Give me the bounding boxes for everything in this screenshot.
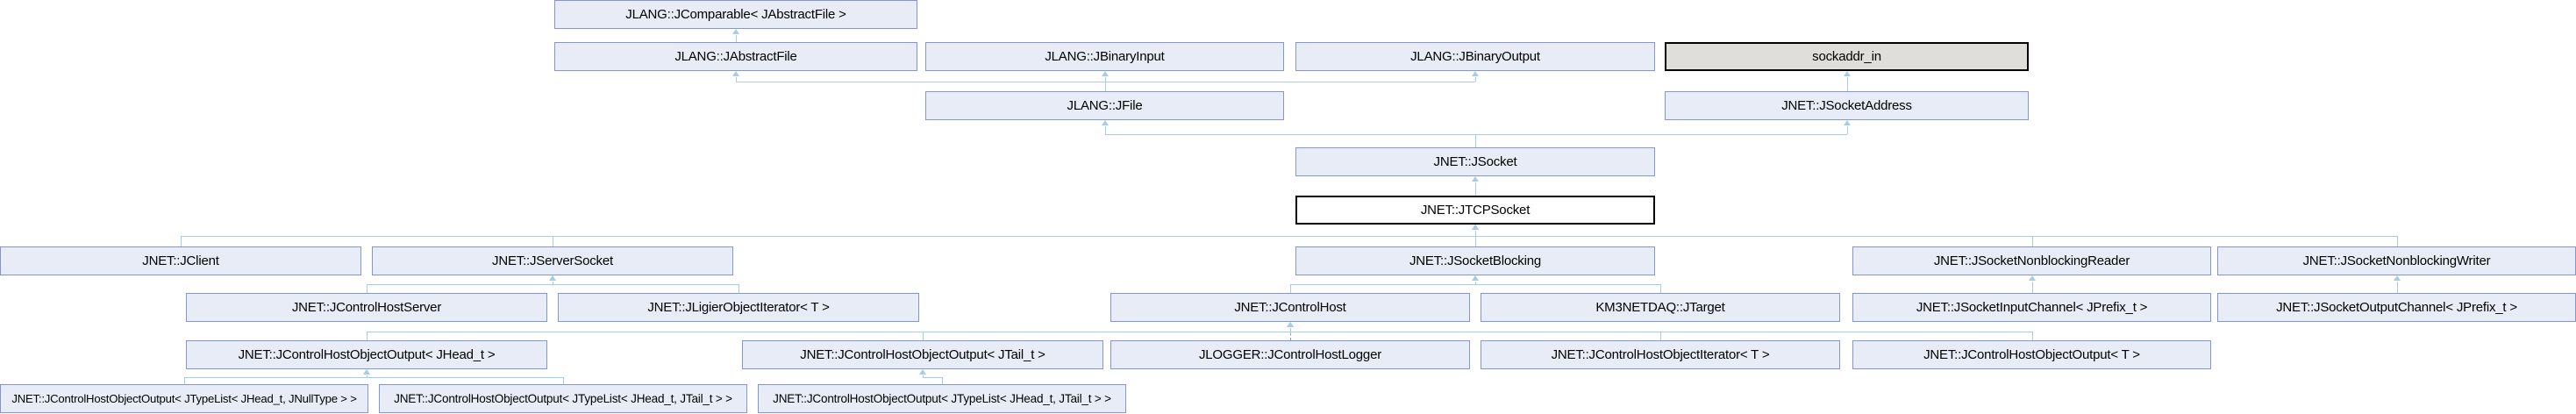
class-node-jnet-jsocketoutputchannel-jprefix_t[interactable]: JNET::JSocketOutputChannel< JPrefix_t >: [2217, 293, 2576, 322]
class-node-jnet-jsocketnonblockingreader[interactable]: JNET::JSocketNonblockingReader: [1852, 246, 2211, 275]
edge-jlang-jfile-to-jlang-jbinaryoutput-arrowhead-icon: [1472, 71, 1479, 76]
edge-jnet-jcontrolhost-to-jnet-jsocketblocking-lower-vertical: [1290, 284, 1291, 293]
edge-jnet-jsocket-to-jlang-jfile-arrowhead-icon: [1102, 120, 1109, 125]
edge-jnet-jcontrolhostobjectoutpu-to-jnet-jcontrolhostobjectoutpu-horizontal: [923, 377, 942, 378]
class-node-jnet-jclient[interactable]: JNET::JClient: [0, 246, 361, 275]
edge-jlogger-jcontrolhostlogger-to-jnet-jcontrolhost-vertical: [1290, 328, 1291, 340]
class-node-jnet-jsocket[interactable]: JNET::JSocket: [1295, 147, 1655, 176]
edge-jnet-jtcpsocket-to-jnet-jsocket-arrowhead-icon: [1472, 176, 1479, 182]
edge-jnet-jcontrolhostserver-to-jnet-jserversocket-horizontal: [367, 284, 553, 285]
edge-jnet-jsocket-to-jnet-jsocketaddress-horizontal: [1475, 134, 1847, 135]
class-node-jnet-jcontrolhostobjectiterator-t[interactable]: JNET::JControlHostObjectIterator< T >: [1481, 340, 1840, 369]
edge-jnet-jsocketaddress-to-sockaddr_in-arrowhead-icon: [1844, 71, 1851, 76]
class-node-jnet-jsocketaddress[interactable]: JNET::JSocketAddress: [1665, 91, 2029, 120]
edge-jnet-jsocketaddress-to-sockaddr_in-vertical: [1847, 77, 1848, 91]
class-node-jnet-jligierobjectiterator-t[interactable]: JNET::JLigierObjectIterator< T >: [558, 293, 919, 322]
edge-jnet-jsocketinputchannel-jpr-to-jnet-jsocketnonblockingreade-arrowhead-icon: [2029, 275, 2036, 281]
edge-jnet-jcontrolhostobjectoutpu-to-jnet-jcontrolhostobjectoutpu-horizontal: [367, 377, 563, 378]
class-node-jlang-jbinaryoutput[interactable]: JLANG::JBinaryOutput: [1295, 42, 1655, 71]
edge-jlang-jfile-to-jlang-jbinaryoutput-lower-vertical: [1105, 82, 1106, 91]
edge-jlang-jabstractfile-to-jlang-jcomparable-jabstractf-arrowhead-icon: [732, 29, 739, 34]
edge-jnet-jcontrolhostobjectoutpu-to-jnet-jcontrolhostobjectoutpu-arrowhead-icon: [919, 369, 926, 375]
class-node-jlang-jabstractfile[interactable]: JLANG::JAbstractFile: [554, 42, 917, 71]
class-node-jnet-jcontrolhostobjectoutput-t[interactable]: JNET::JControlHostObjectOutput< T >: [1852, 340, 2211, 369]
edge-jlang-jfile-to-jlang-jbinaryinput-arrowhead-icon: [1102, 71, 1109, 76]
edge-jnet-jcontrolhostobjectoutpu-to-jnet-jcontrolhostobjectoutpu-horizontal: [184, 377, 367, 378]
class-node-jnet-jcontrolhostobjectoutput-jhead_t[interactable]: JNET::JControlHostObjectOutput< JHead_t …: [186, 340, 547, 369]
edge-jnet-jtcpsocket-to-jnet-jsocket-vertical: [1475, 182, 1476, 196]
edge-jnet-jsocket-to-jnet-jsocketaddress-arrowhead-icon: [1844, 120, 1851, 125]
edge-jnet-jserversocket-to-jnet-jtcpsocket-horizontal: [553, 236, 1475, 237]
class-node-jnet-jtcpsocket[interactable]: JNET::JTCPSocket: [1295, 196, 1655, 225]
edge-jnet-jsocketnonblockingwrite-to-jnet-jtcpsocket-upper-vertical: [1475, 231, 1476, 236]
class-node-jnet-jserversocket[interactable]: JNET::JServerSocket: [372, 246, 733, 275]
edge-jnet-jcontrolhostobjectoutpu-to-jnet-jcontrolhost-lower-vertical: [2032, 332, 2033, 340]
class-node-jlang-jcomparable-jabstractfile[interactable]: JLANG::JComparable< JAbstractFile >: [554, 0, 917, 29]
edge-jnet-jsocketoutputchannel-jp-to-jnet-jsocketnonblockingwrite-vertical: [2397, 282, 2398, 293]
class-node-sockaddr_in[interactable]: sockaddr_in: [1665, 42, 2029, 71]
edge-jnet-jclient-to-jnet-jtcpsocket-lower-vertical: [181, 236, 182, 246]
edge-jlang-jabstractfile-to-jlang-jcomparable-jabstractf-vertical: [736, 35, 737, 42]
class-node-jnet-jsocketnonblockingwriter[interactable]: JNET::JSocketNonblockingWriter: [2217, 246, 2576, 275]
edge-jnet-jsocket-to-jnet-jsocketaddress-lower-vertical: [1475, 134, 1476, 147]
edge-jnet-jsocket-to-jlang-jfile-horizontal: [1105, 134, 1475, 135]
edge-jnet-jcontrolhostobjectoutpu-to-jnet-jcontrolhostobjectoutpu-lower-vertical: [942, 377, 943, 384]
edge-km3netdaq-jtarget-to-jnet-jsocketblocking-lower-vertical: [1660, 284, 1661, 293]
class-node-jnet-jsocketinputchannel-jprefix_t[interactable]: JNET::JSocketInputChannel< JPrefix_t >: [1852, 293, 2211, 322]
edge-jnet-jcontrolhostobjectoutpu-to-jnet-jcontrolhostobjectoutpu-arrowhead-icon: [363, 369, 370, 375]
edge-jnet-jsocketblocking-to-jnet-jtcpsocket-vertical: [1475, 231, 1476, 246]
edge-jnet-jligierobjectiterator-t-to-jnet-jserversocket-arrowhead-icon: [549, 275, 556, 281]
class-node-km3netdaq-jtarget[interactable]: KM3NETDAQ::JTarget: [1481, 293, 1840, 322]
edge-jnet-jcontrolhostobjectoutpu-to-jnet-jcontrolhostobjectoutpu-upper-vertical: [923, 375, 924, 377]
edge-jnet-jcontrolhostobjectoutpu-to-jnet-jcontrolhostobjectoutpu-lower-vertical: [563, 377, 564, 384]
edge-km3netdaq-jtarget-to-jnet-jsocketblocking-arrowhead-icon: [1472, 275, 1479, 281]
edge-jnet-jcontrolhostobjectoutpu-to-jnet-jcontrolhost-upper-vertical: [1290, 328, 1291, 332]
edge-jnet-jsocketnonblockingwrite-to-jnet-jtcpsocket-lower-vertical: [2397, 236, 2398, 246]
edge-jnet-jligierobjectiterator-t-to-jnet-jserversocket-horizontal: [553, 284, 739, 285]
class-node-jnet-jcontrolhostobjectoutput-jtypelist-jhead_t-jnulltype[interactable]: JNET::JControlHostObjectOutput< JTypeLis…: [0, 384, 368, 413]
edge-jnet-jsocket-to-jlang-jfile-upper-vertical: [1105, 126, 1106, 134]
class-node-jnet-jcontrolhostserver[interactable]: JNET::JControlHostServer: [186, 293, 547, 322]
edge-jnet-jsocketnonblockingwrite-to-jnet-jtcpsocket-arrowhead-icon: [1472, 225, 1479, 230]
class-node-jnet-jcontrolhost[interactable]: JNET::JControlHost: [1110, 293, 1470, 322]
class-node-jlang-jfile[interactable]: JLANG::JFile: [925, 91, 1284, 120]
edge-jnet-jsocketnonblockingreade-to-jnet-jtcpsocket-lower-vertical: [2032, 236, 2033, 246]
edge-jnet-jcontrolhostobjectoutpu-to-jnet-jcontrolhost-lower-vertical: [923, 332, 924, 340]
class-node-jlogger-jcontrolhostlogger[interactable]: JLOGGER::JControlHostLogger: [1110, 340, 1470, 369]
edge-jnet-jcontrolhostobjectoutpu-to-jnet-jcontrolhost-arrowhead-icon: [1287, 322, 1294, 327]
edge-jnet-jcontrolhost-to-jnet-jsocketblocking-horizontal: [1290, 284, 1475, 285]
class-node-jlang-jbinaryinput[interactable]: JLANG::JBinaryInput: [925, 42, 1284, 71]
edge-km3netdaq-jtarget-to-jnet-jsocketblocking-upper-vertical: [1475, 282, 1476, 284]
edge-jnet-jsocketinputchannel-jpr-to-jnet-jsocketnonblockingreade-vertical: [2032, 282, 2033, 293]
edge-jlang-jfile-to-jlang-jabstractfile-upper-vertical: [736, 77, 737, 82]
class-node-jnet-jcontrolhostobjectoutput-jtypelist-jhead_t-jtail_t[interactable]: JNET::JControlHostObjectOutput< JTypeLis…: [758, 384, 1126, 413]
class-node-jnet-jcontrolhostobjectoutput-jtypelist-jhead_t-jtail_t[interactable]: JNET::JControlHostObjectOutput< JTypeLis…: [379, 384, 747, 413]
edge-jnet-jsocket-to-jnet-jsocketaddress-upper-vertical: [1847, 126, 1848, 134]
edge-jnet-jsocketoutputchannel-jp-to-jnet-jsocketnonblockingwrite-arrowhead-icon: [2394, 275, 2401, 281]
edge-jlang-jfile-to-jlang-jabstractfile-arrowhead-icon: [732, 71, 739, 76]
edge-jlang-jfile-to-jlang-jbinaryoutput-upper-vertical: [1475, 77, 1476, 82]
edge-jnet-jcontrolhostobjectitera-to-jnet-jcontrolhost-lower-vertical: [1660, 332, 1661, 340]
edge-km3netdaq-jtarget-to-jnet-jsocketblocking-horizontal: [1475, 284, 1660, 285]
class-node-jnet-jsocketblocking[interactable]: JNET::JSocketBlocking: [1295, 246, 1655, 275]
edge-jnet-jsocketnonblockingwrite-to-jnet-jtcpsocket-horizontal: [1475, 236, 2397, 237]
edge-jnet-jcontrolhostobjectoutpu-to-jnet-jcontrolhostobjectoutpu-lower-vertical: [184, 377, 185, 384]
class-node-jnet-jcontrolhostobjectoutput-jtail_t[interactable]: JNET::JControlHostObjectOutput< JTail_t …: [742, 340, 1103, 369]
